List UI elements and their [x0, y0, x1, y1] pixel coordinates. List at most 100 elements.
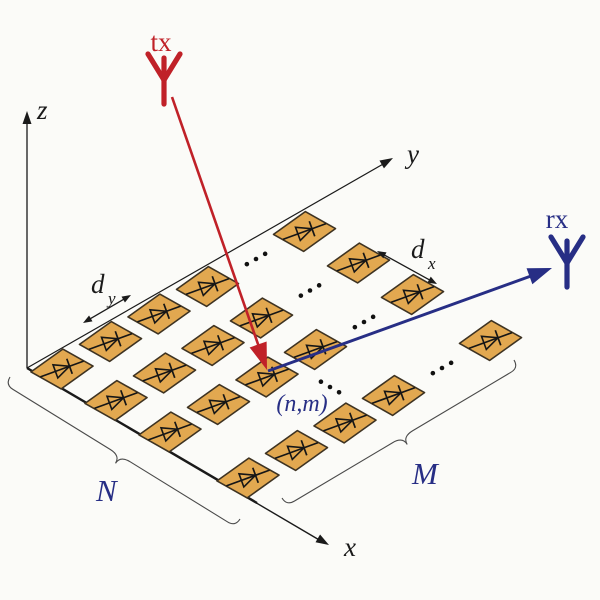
dx-spacing-arrow — [383, 254, 431, 281]
diode-triangle — [154, 367, 174, 384]
antenna-right-arm — [564, 234, 586, 266]
diode-icon — [88, 330, 133, 352]
z-axis-label: z — [36, 95, 48, 125]
diode-icon — [336, 252, 381, 274]
ellipsis-group — [244, 251, 454, 395]
diode-axis-line — [196, 395, 241, 414]
diode-icon — [40, 358, 84, 380]
diode-axis-line — [94, 391, 138, 410]
diode-cathode-bar — [168, 362, 176, 379]
tx-label: tx — [150, 27, 172, 57]
ris-element — [380, 273, 445, 316]
diode-axis-line — [371, 386, 416, 405]
diode-axis-line — [40, 360, 84, 378]
diode-triangle — [383, 390, 403, 406]
ris-element — [175, 265, 240, 308]
ris-element — [229, 297, 294, 339]
dx-label-sub: x — [427, 254, 436, 273]
diode-cathode-bar — [397, 384, 405, 401]
diode-triangle — [237, 472, 258, 489]
diode-icon — [274, 439, 319, 461]
diode-cathode-bar — [362, 252, 370, 269]
diode-cathode-bar — [348, 412, 357, 429]
n-dimension-label: N — [95, 473, 119, 508]
rx-signal-arrowhead — [526, 268, 552, 285]
ris-element — [458, 319, 523, 362]
diode-triangle — [51, 363, 72, 380]
diode-triangle — [159, 426, 180, 443]
ris-element — [361, 374, 426, 417]
diode-cathode-bar — [265, 307, 273, 324]
diode-cathode-bar — [222, 393, 230, 410]
antennas-group — [145, 51, 586, 290]
diode-triangle — [202, 340, 223, 356]
diode-icon — [185, 275, 230, 297]
diode-axis-line — [468, 331, 513, 350]
ris-element — [272, 210, 337, 253]
dot — [307, 288, 313, 293]
diode-icon — [323, 412, 367, 434]
rx-label: rx — [546, 204, 569, 234]
diode-icon — [142, 362, 187, 384]
dot — [253, 256, 259, 262]
dot — [244, 261, 250, 267]
diode-triangle — [294, 226, 314, 242]
tx-signal-arrowhead — [249, 341, 267, 370]
diode-axis-line — [191, 336, 235, 355]
dot — [298, 293, 304, 298]
antenna-left-arm — [145, 51, 167, 83]
y-axis-label: y — [404, 139, 419, 169]
dot — [439, 365, 445, 371]
ris-element — [313, 402, 377, 444]
n-brace — [7, 376, 241, 525]
dy-spacing-arrow-head — [121, 295, 131, 303]
ris-element — [264, 429, 329, 472]
rx-antenna-icon — [548, 234, 586, 290]
ris-element — [30, 348, 94, 390]
ris-element — [132, 352, 197, 394]
dot — [352, 324, 358, 330]
ellipsis-dots — [430, 360, 454, 376]
tx-signal-arrow — [170, 96, 261, 348]
y-axis-arrowhead — [379, 158, 393, 169]
diode-cathode-bar — [300, 439, 308, 456]
diode-triangle — [334, 417, 355, 434]
diode-cathode-bar — [119, 389, 128, 406]
diode-axis-line — [274, 441, 319, 460]
m-dimension-label: M — [411, 456, 440, 491]
diode-axis-line — [245, 368, 289, 386]
ris-element — [78, 320, 143, 363]
diode-icon — [282, 220, 327, 242]
diode-cathode-bar — [65, 358, 74, 375]
diode-triangle — [105, 395, 126, 411]
z-axis-arrowhead — [22, 111, 32, 124]
x-axis-arrowhead — [315, 534, 329, 545]
diode-axis-line — [282, 222, 327, 241]
y-axis — [26, 162, 386, 369]
diode-triangle — [208, 399, 228, 415]
dot — [430, 370, 436, 376]
dy-spacing-arrow-head — [83, 315, 93, 323]
diode-triangle — [197, 281, 217, 297]
dx-label: d — [411, 234, 425, 264]
diode-icon — [226, 467, 270, 489]
diode-axis-line — [226, 469, 270, 487]
diode-cathode-bar — [216, 334, 225, 351]
diode-triangle — [286, 445, 306, 461]
diode-icon — [390, 283, 435, 305]
diode-triangle — [251, 312, 271, 329]
diode-axis-line — [137, 305, 181, 323]
dot — [327, 384, 333, 390]
diode-cathode-bar — [211, 275, 219, 292]
ris-element — [181, 324, 245, 367]
diode-triangle — [256, 371, 277, 388]
antenna-left-arm — [548, 234, 570, 266]
diode-axis-line — [323, 414, 367, 432]
ellipsis-dots — [244, 251, 268, 267]
diode-axis-line — [293, 340, 338, 359]
diode-axis-line — [390, 285, 435, 304]
diode-cathode-bar — [114, 330, 122, 347]
ellipsis-dots — [352, 314, 376, 330]
diode-triangle — [148, 308, 169, 325]
